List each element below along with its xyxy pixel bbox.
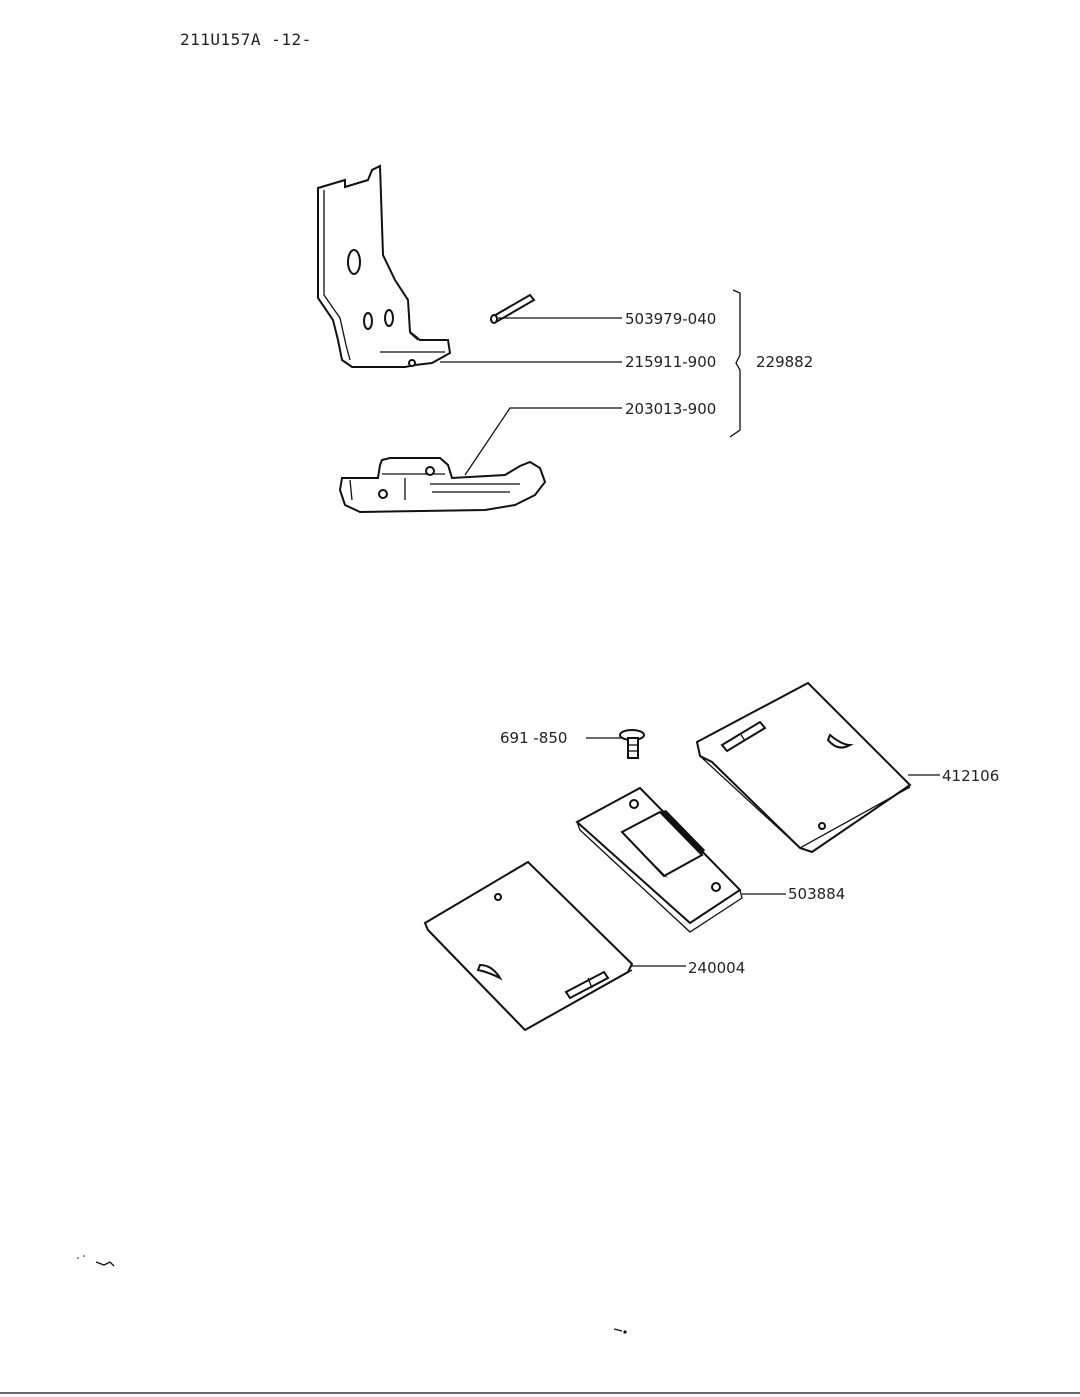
page-reference: 211U157A -12- xyxy=(180,30,312,49)
screw xyxy=(619,729,645,759)
left-slide-plate xyxy=(423,860,634,1032)
label-215911-900: 215911-900 xyxy=(625,353,716,371)
label-691-850: 691 -850 xyxy=(500,729,567,747)
presser-foot-sole xyxy=(338,457,547,514)
label-203013-900: 203013-900 xyxy=(625,400,716,418)
label-229882: 229882 xyxy=(756,353,813,371)
right-slide-plate xyxy=(695,681,912,854)
needle-plate xyxy=(575,786,743,933)
scan-specks xyxy=(77,1255,627,1334)
label-503979-040: 503979-040 xyxy=(625,310,716,328)
label-240004: 240004 xyxy=(688,959,745,977)
presser-foot-shank xyxy=(317,164,452,368)
label-503884: 503884 xyxy=(788,885,845,903)
label-412106: 412106 xyxy=(942,767,999,785)
hinge-pin xyxy=(490,293,536,324)
